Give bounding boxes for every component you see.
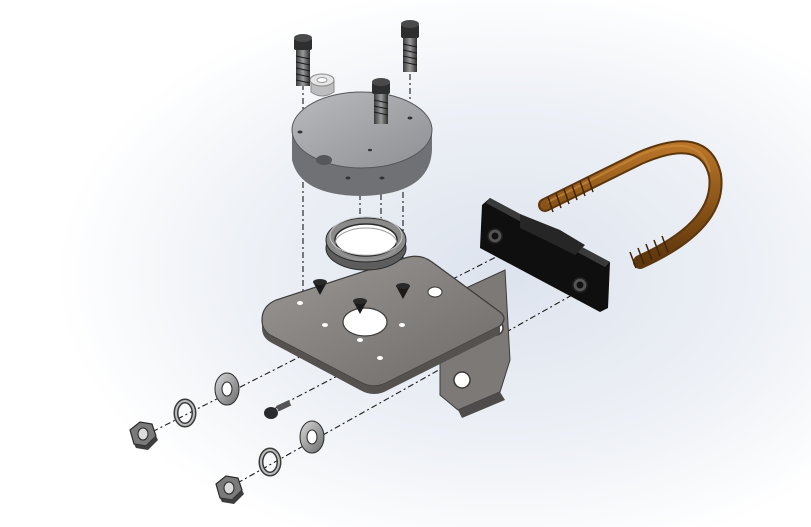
flat-washer-lower bbox=[299, 420, 325, 454]
lock-washer-upper bbox=[173, 398, 197, 428]
clamp-block bbox=[480, 198, 610, 312]
lock-washer-lower bbox=[258, 447, 282, 477]
cap-screw-right bbox=[401, 20, 419, 72]
cap-screw-left bbox=[294, 34, 312, 86]
countersunk-screws bbox=[313, 279, 410, 314]
threaded-ring bbox=[325, 216, 407, 271]
cap-screw-center bbox=[372, 78, 390, 124]
small-screw bbox=[264, 400, 292, 419]
hex-nut-lower bbox=[215, 475, 244, 504]
hex-nut-upper bbox=[129, 421, 158, 450]
round-top-plate bbox=[291, 91, 433, 196]
flat-washer-upper bbox=[214, 372, 240, 406]
u-bolt bbox=[538, 140, 723, 269]
spacer-bushing bbox=[309, 73, 335, 97]
